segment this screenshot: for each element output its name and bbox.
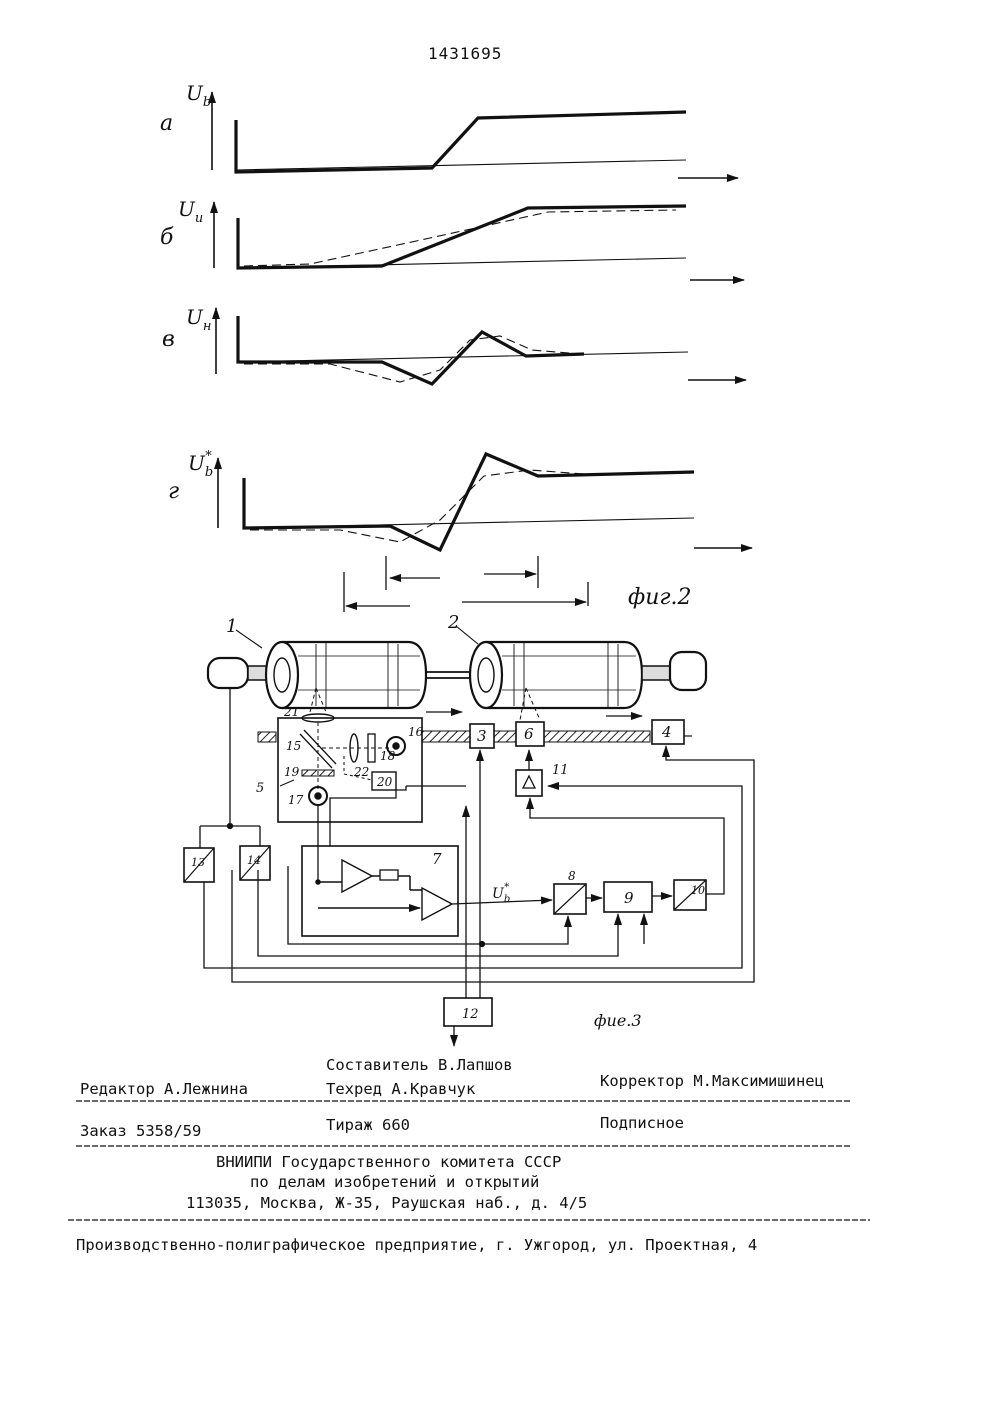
- roller-2: [470, 642, 706, 708]
- label-1: 1: [226, 616, 237, 637]
- panel-letter-d: г: [168, 479, 179, 504]
- fig3-caption: фие.3: [594, 1011, 642, 1030]
- compiler-line: Составитель В.Лапшов: [326, 1056, 513, 1074]
- panel-letter-b: б: [160, 225, 174, 250]
- corrector-line: Корректор М.Максимишинец: [600, 1072, 824, 1090]
- label-17: 17: [288, 793, 304, 807]
- fig3-schematic: [184, 626, 754, 1046]
- panel-letter-c: в: [162, 327, 175, 352]
- fig2-labels: а Ub б Uи в Uн г Ub* фиг.2: [160, 81, 692, 610]
- circulation-line: Тираж 660: [326, 1116, 410, 1134]
- label-19: 19: [284, 765, 300, 779]
- block-11: [516, 770, 542, 796]
- techred-line: Техред А.Кравчук: [326, 1080, 475, 1098]
- label-8: 8: [568, 869, 576, 883]
- label-14: 14: [247, 854, 261, 867]
- graph-panel-c: [216, 308, 746, 384]
- label-15: 15: [286, 739, 301, 753]
- label-5: 5: [256, 781, 264, 796]
- panel-axis-label-d: Ub*: [188, 449, 213, 480]
- organization-line-2: по делам изобретений и открытий: [250, 1173, 539, 1191]
- subscription-line: Подписное: [600, 1114, 684, 1132]
- interval-markers: [344, 556, 588, 612]
- signal-label: Ub*: [492, 882, 510, 905]
- graph-panel-a: [212, 92, 738, 178]
- label-2: 2: [447, 612, 459, 633]
- label-4: 4: [661, 723, 672, 741]
- panel-axis-label-b: Uи: [178, 197, 203, 226]
- panel-axis-label-a: Ub: [186, 81, 211, 110]
- graph-panel-d: [218, 454, 752, 550]
- block-8: [554, 884, 586, 914]
- label-12: 12: [462, 1007, 479, 1022]
- panel-axis-label-c: Uн: [186, 305, 211, 334]
- label-11: 11: [552, 763, 569, 778]
- editor-line: Редактор А.Лежнина: [80, 1080, 248, 1098]
- panel-letter-a: а: [160, 111, 173, 136]
- label-13: 13: [191, 856, 205, 869]
- graph-panel-b: [214, 202, 744, 280]
- fig2-caption: фиг.2: [628, 585, 692, 610]
- fig2-graphs: [212, 92, 752, 612]
- label-21: 21: [283, 705, 299, 719]
- order-line: Заказ 5358/59: [80, 1122, 201, 1140]
- roller-1: [208, 642, 426, 708]
- label-6: 6: [524, 725, 534, 743]
- label-3: 3: [477, 727, 487, 745]
- organization-address: 113035, Москва, Ж-35, Раушская наб., д. …: [186, 1194, 587, 1212]
- label-16: 16: [408, 725, 424, 739]
- label-7: 7: [432, 850, 442, 868]
- label-10: 10: [691, 884, 705, 897]
- label-20: 20: [376, 775, 393, 789]
- printer-line: Производственно-полиграфическое предприя…: [76, 1236, 757, 1254]
- organization-line-1: ВНИИПИ Государственного комитета СССР: [216, 1153, 561, 1171]
- label-22: 22: [353, 765, 369, 779]
- label-9: 9: [624, 889, 634, 907]
- label-18: 18: [380, 749, 396, 763]
